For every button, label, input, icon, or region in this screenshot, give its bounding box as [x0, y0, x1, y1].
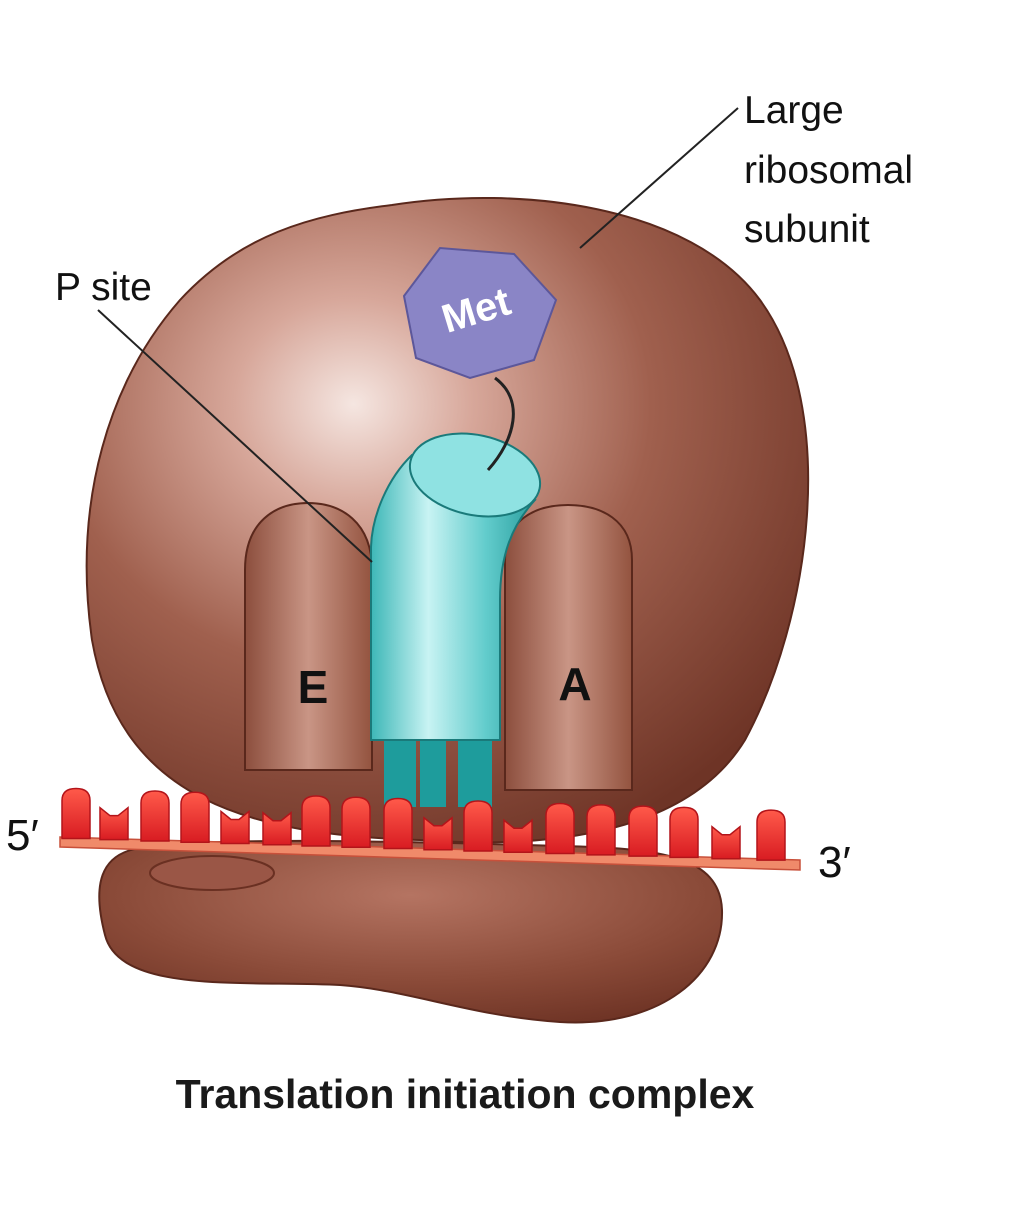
large-subunit-label-line2: ribosomal — [744, 149, 913, 192]
e-site — [244, 501, 373, 771]
diagram-caption: Translation initiation complex — [176, 1071, 755, 1117]
met-amino-acid — [402, 246, 558, 380]
trna-anticodon-leg-2 — [420, 735, 446, 807]
mrna-base-6 — [262, 811, 292, 846]
trna-anticodon-leg-3 — [458, 735, 492, 807]
mrna-base-12 — [503, 818, 533, 853]
mrna-base-13 — [545, 802, 575, 855]
small-subunit-pocket — [149, 855, 275, 891]
mrna-base-11 — [463, 800, 493, 852]
mrna-base-7 — [301, 795, 331, 847]
mrna-base-17 — [711, 825, 741, 860]
p-site-leader-line — [97, 309, 373, 563]
met-trna-link — [486, 376, 515, 472]
a-site-label: A — [558, 658, 591, 710]
e-site-label: E — [298, 661, 329, 713]
mrna-base-3 — [140, 790, 170, 842]
mrna-base-18 — [756, 809, 786, 861]
mrna-base-16 — [669, 806, 699, 859]
mrna-base-10 — [423, 816, 453, 851]
mrna-base-5 — [220, 809, 250, 845]
mrna — [59, 787, 801, 871]
a-site — [504, 503, 633, 791]
mrna-base-15 — [628, 805, 658, 857]
trna-anticodon-leg-1 — [384, 735, 416, 807]
large-subunit-label-line1: Large — [744, 89, 844, 132]
mrna-base-2 — [99, 806, 129, 841]
mrna-base-9 — [383, 797, 413, 850]
large-subunit-label-line3: subunit — [744, 208, 870, 251]
three-prime-label: 3′ — [818, 838, 851, 887]
mrna-base-4 — [180, 791, 210, 843]
mrna-base-1 — [61, 787, 91, 840]
mrna-bases — [61, 787, 786, 861]
mrna-base-8 — [341, 796, 371, 848]
p-site-label: P site — [55, 266, 152, 309]
initiator-trna — [370, 432, 542, 807]
mrna-base-14 — [586, 804, 616, 856]
trna-top — [408, 432, 542, 518]
large-subunit-leader-line — [579, 107, 739, 249]
five-prime-label: 5′ — [6, 811, 39, 860]
